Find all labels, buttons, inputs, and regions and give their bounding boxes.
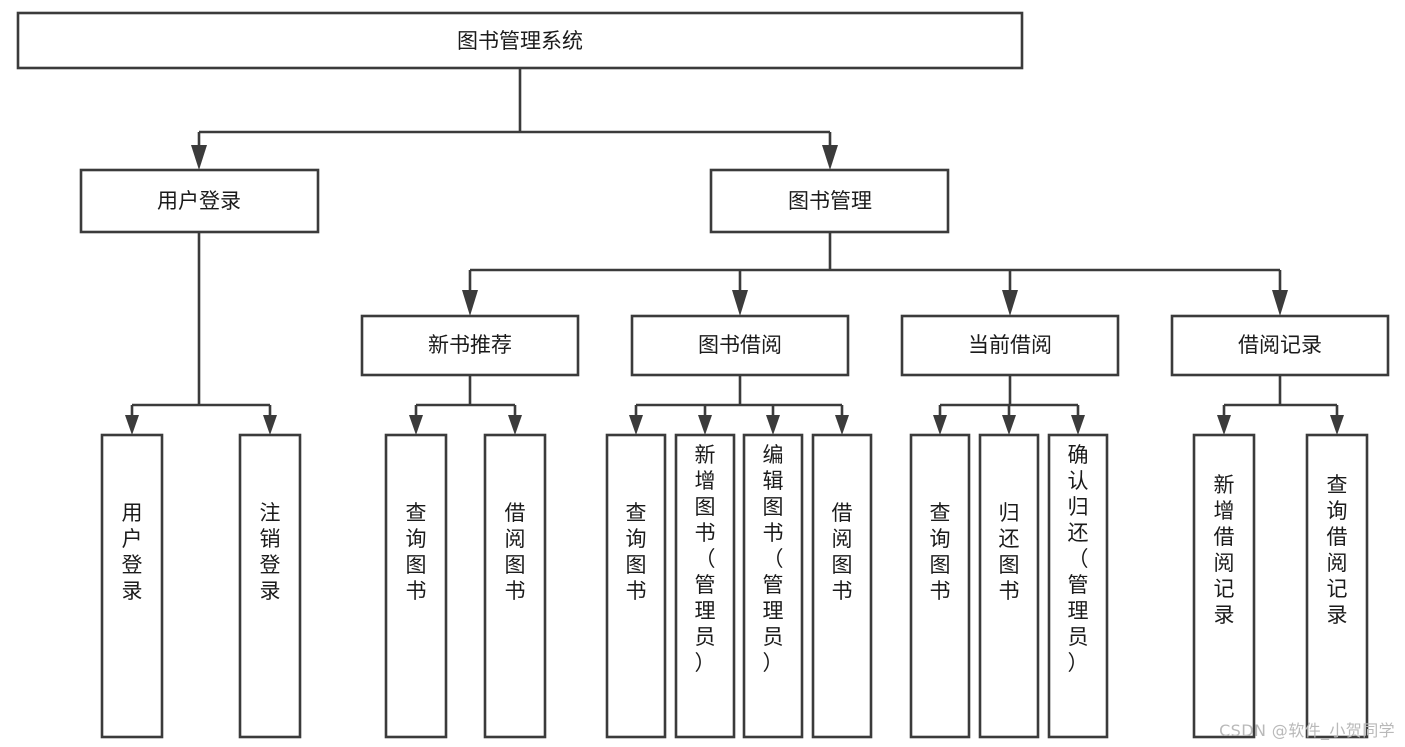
leaf-query-record[interactable]: 查询借阅记录 bbox=[1305, 433, 1369, 739]
node-root-label: 图书管理系统 bbox=[457, 29, 583, 53]
csdn-watermark: CSDN @软件_小贺同学 bbox=[1219, 721, 1395, 740]
node-borrow-record[interactable]: 借阅记录 bbox=[1170, 314, 1390, 377]
node-new-book-recommend-label: 新书推荐 bbox=[428, 333, 512, 357]
leaf-query-book-2[interactable]: 查询图书 bbox=[605, 433, 667, 739]
arrow-icon-leaf-borrow-book-2 bbox=[835, 415, 849, 435]
leaf-add-book-label: 新增图书（管理员） bbox=[695, 443, 716, 675]
leaf-add-record-label: 新增借阅记录 bbox=[1214, 473, 1235, 627]
leaf-query-record-label: 查询借阅记录 bbox=[1327, 473, 1348, 627]
leaf-borrow-book-2-label: 借阅图书 bbox=[832, 501, 853, 603]
arrow-icon-new-book-recommend bbox=[462, 290, 478, 316]
arrow-icon-leaf-query-book-2 bbox=[629, 415, 643, 435]
arrow-icon-leaf-edit-book bbox=[766, 415, 780, 435]
node-book-borrow[interactable]: 图书借阅 bbox=[630, 314, 850, 377]
arrow-icon-leaf-query-record bbox=[1330, 415, 1344, 435]
leaf-borrow-book-2[interactable]: 借阅图书 bbox=[811, 433, 873, 739]
leaf-edit-book-box[interactable] bbox=[742, 433, 804, 739]
leaf-query-book-2-box[interactable] bbox=[605, 433, 667, 739]
arrowhead-layer bbox=[125, 145, 1344, 435]
leaf-return-book[interactable]: 归还图书 bbox=[978, 433, 1040, 739]
leaf-logout-login-label: 注销登录 bbox=[260, 501, 281, 603]
arrow-icon-leaf-user-login bbox=[125, 415, 139, 435]
leaf-return-book-label: 归还图书 bbox=[999, 501, 1020, 603]
leaf-borrow-book-2-box[interactable] bbox=[811, 433, 873, 739]
leaf-logout-login[interactable]: 注销登录 bbox=[238, 433, 302, 739]
arrow-icon-borrow-record bbox=[1272, 290, 1288, 316]
leaf-borrow-book-1-box[interactable] bbox=[483, 433, 547, 739]
leaf-add-book[interactable]: 新增图书（管理员） bbox=[674, 433, 736, 739]
node-current-borrow-label: 当前借阅 bbox=[968, 333, 1052, 357]
leaf-add-record[interactable]: 新增借阅记录 bbox=[1192, 433, 1256, 739]
leaf-query-book-3-label: 查询图书 bbox=[930, 501, 951, 603]
node-borrow-record-box[interactable] bbox=[1170, 314, 1390, 377]
node-new-book-recommend-box[interactable] bbox=[360, 314, 580, 377]
arrow-icon-book-borrow bbox=[732, 290, 748, 316]
arrow-icon-leaf-borrow-book-1 bbox=[508, 415, 522, 435]
leaf-logout-login-box[interactable] bbox=[238, 433, 302, 739]
node-current-borrow-box[interactable] bbox=[900, 314, 1120, 377]
node-book-borrow-label: 图书借阅 bbox=[698, 333, 782, 357]
leaf-add-record-box[interactable] bbox=[1192, 433, 1256, 739]
arrow-icon-leaf-return-book bbox=[1002, 415, 1016, 435]
arrow-icon-book-management bbox=[822, 145, 838, 170]
leaf-user-login-label: 用户登录 bbox=[122, 501, 143, 603]
node-current-borrow[interactable]: 当前借阅 bbox=[900, 314, 1120, 377]
leaf-borrow-book-1-label: 借阅图书 bbox=[505, 501, 526, 603]
leaf-query-book-3[interactable]: 查询图书 bbox=[909, 433, 971, 739]
leaf-user-login[interactable]: 用户登录 bbox=[100, 433, 164, 739]
arrow-icon-user-login bbox=[191, 145, 207, 170]
node-book-borrow-box[interactable] bbox=[630, 314, 850, 377]
node-root[interactable]: 图书管理系统 bbox=[16, 11, 1024, 70]
leaf-query-book-1-label: 查询图书 bbox=[406, 501, 427, 603]
arrow-icon-leaf-add-book bbox=[698, 415, 712, 435]
node-book-management[interactable]: 图书管理 bbox=[709, 168, 950, 234]
leaf-confirm-return-box[interactable] bbox=[1047, 433, 1109, 739]
node-borrow-record-label: 借阅记录 bbox=[1238, 333, 1322, 357]
arrow-icon-current-borrow bbox=[1002, 290, 1018, 316]
arrow-icon-leaf-confirm-return bbox=[1071, 415, 1085, 435]
node-root-box[interactable] bbox=[16, 11, 1024, 70]
node-book-management-label: 图书管理 bbox=[788, 189, 872, 213]
leaf-query-record-box[interactable] bbox=[1305, 433, 1369, 739]
node-user-login-label: 用户登录 bbox=[157, 189, 241, 213]
arrow-icon-leaf-query-book-3 bbox=[933, 415, 947, 435]
connector-layer bbox=[130, 68, 1339, 415]
leaf-query-book-2-label: 查询图书 bbox=[626, 501, 647, 603]
leaf-query-book-1[interactable]: 查询图书 bbox=[384, 433, 448, 739]
leaf-borrow-book-1[interactable]: 借阅图书 bbox=[483, 433, 547, 739]
leaf-query-book-3-box[interactable] bbox=[909, 433, 971, 739]
leaf-query-book-1-box[interactable] bbox=[384, 433, 448, 739]
leaf-user-login-box[interactable] bbox=[100, 433, 164, 739]
node-user-login[interactable]: 用户登录 bbox=[79, 168, 320, 234]
node-book-management-box[interactable] bbox=[709, 168, 950, 234]
leaf-edit-book-label: 编辑图书（管理员） bbox=[763, 443, 784, 675]
arrow-icon-leaf-logout-login bbox=[263, 415, 277, 435]
arrow-icon-leaf-query-book-1 bbox=[409, 415, 423, 435]
leaf-confirm-return-label: 确认归还（管理员） bbox=[1068, 443, 1089, 675]
leaf-edit-book[interactable]: 编辑图书（管理员） bbox=[742, 433, 804, 739]
leaf-confirm-return[interactable]: 确认归还（管理员） bbox=[1047, 433, 1109, 739]
node-user-login-box[interactable] bbox=[79, 168, 320, 234]
leaf-add-book-box[interactable] bbox=[674, 433, 736, 739]
node-new-book-recommend[interactable]: 新书推荐 bbox=[360, 314, 580, 377]
arrow-icon-leaf-add-record bbox=[1217, 415, 1231, 435]
leaf-return-book-box[interactable] bbox=[978, 433, 1040, 739]
